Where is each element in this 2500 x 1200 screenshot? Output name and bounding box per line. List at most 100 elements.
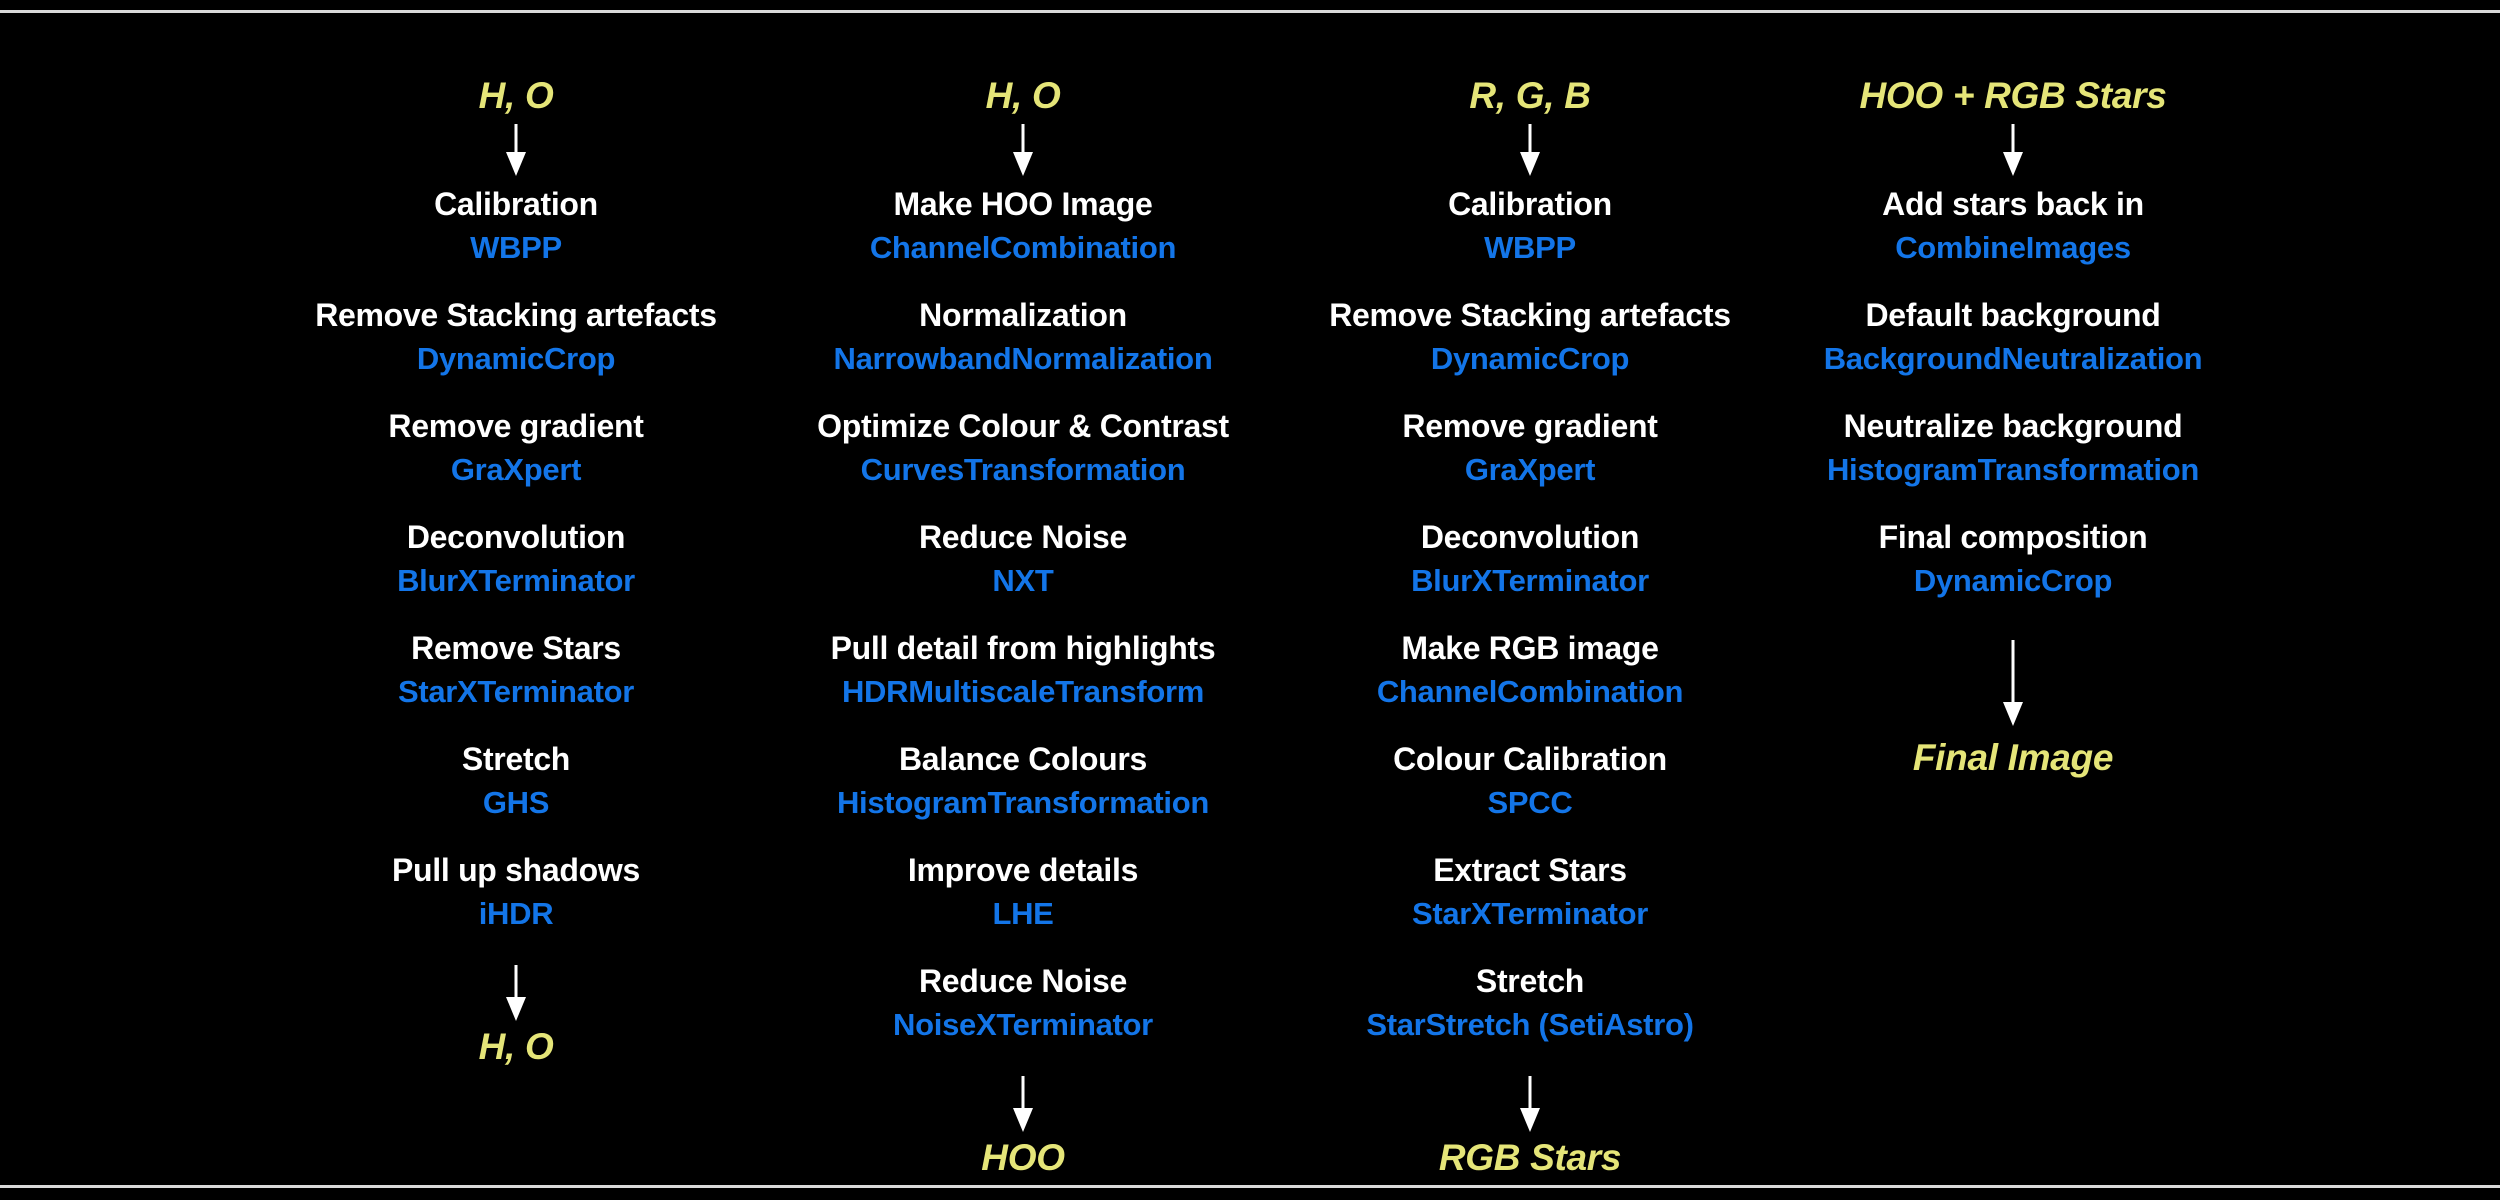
tool-name: NoiseXTerminator [893, 1007, 1153, 1042]
down-arrow-icon [1013, 1076, 1033, 1132]
step-label: Remove gradient [388, 408, 644, 444]
tool-name: GHS [482, 785, 550, 820]
tool-name: StarXTerminator [397, 674, 635, 709]
step-label: Final composition [1878, 519, 2148, 555]
tool-name: ChannelCombination [869, 230, 1177, 265]
step-label: Pull detail from highlights [830, 630, 1216, 666]
tool-name: WBPP [470, 230, 562, 265]
down-arrow-icon [506, 965, 526, 1021]
step-label: Stretch [461, 741, 571, 777]
down-arrow-icon [2003, 124, 2023, 176]
tool-name: NarrowbandNormalization [833, 341, 1213, 376]
step-label: Calibration [434, 186, 598, 222]
step-label: Deconvolution [1420, 519, 1640, 555]
step-label: Make HOO Image [893, 186, 1153, 222]
step-label: Deconvolution [406, 519, 626, 555]
step-label: Improve details [907, 852, 1139, 888]
down-arrow-icon [506, 124, 526, 176]
tool-name: DynamicCrop [1913, 563, 2113, 598]
bottom-border-line [0, 1185, 2500, 1188]
step-label: Colour Calibration [1393, 741, 1667, 777]
tool-name: ChannelCombination [1376, 674, 1684, 709]
tool-name: CurvesTransformation [860, 452, 1186, 487]
tool-name: BlurXTerminator [397, 563, 635, 598]
tool-name: HistogramTransformation [1826, 452, 2200, 487]
tool-name: NXT [992, 563, 1054, 598]
tool-name: BackgroundNeutralization [1823, 341, 2203, 376]
output-label: Final Image [1912, 737, 2114, 778]
step-label: Remove Stacking artefacts [1329, 297, 1731, 333]
tool-name: WBPP [1484, 230, 1576, 265]
tool-name: StarStretch (SetiAstro) [1366, 1007, 1694, 1042]
step-label: Default background [1865, 297, 2161, 333]
output-label: RGB Stars [1438, 1137, 1622, 1178]
input-label: H, O [478, 75, 554, 116]
input-label: H, O [985, 75, 1061, 116]
input-label: R, G, B [1469, 75, 1591, 116]
step-label: Make RGB image [1401, 630, 1659, 666]
down-arrow-icon [1013, 124, 1033, 176]
tool-name: GraXpert [450, 452, 582, 487]
step-label: Stretch [1475, 963, 1585, 999]
tool-name: SPCC [1487, 785, 1573, 820]
step-label: Remove Stars [411, 630, 621, 666]
step-label: Remove Stacking artefacts [315, 297, 717, 333]
down-arrow-icon [2003, 640, 2023, 726]
down-arrow-icon [1520, 124, 1540, 176]
step-label: Reduce Noise [918, 519, 1127, 555]
step-label: Normalization [919, 297, 1127, 333]
output-label: HOO [981, 1137, 1065, 1178]
tool-name: LHE [992, 896, 1054, 931]
tool-name: CombineImages [1895, 230, 2131, 265]
step-label: Neutralize background [1843, 408, 2183, 444]
top-border-line [0, 10, 2500, 13]
tool-name: HistogramTransformation [836, 785, 1210, 820]
step-label: Remove gradient [1402, 408, 1658, 444]
step-label: Extract Stars [1433, 852, 1627, 888]
tool-name: DynamicCrop [416, 341, 616, 376]
tool-name: HDRMultiscaleTransform [841, 674, 1205, 709]
tool-name: DynamicCrop [1430, 341, 1630, 376]
tool-name: iHDR [478, 896, 554, 931]
step-label: Calibration [1448, 186, 1612, 222]
tool-name: StarXTerminator [1411, 896, 1649, 931]
down-arrow-icon [1520, 1076, 1540, 1132]
step-label: Reduce Noise [918, 963, 1127, 999]
output-label: H, O [478, 1026, 554, 1067]
input-label: HOO + RGB Stars [1859, 75, 2167, 116]
step-label: Add stars back in [1882, 186, 2144, 222]
